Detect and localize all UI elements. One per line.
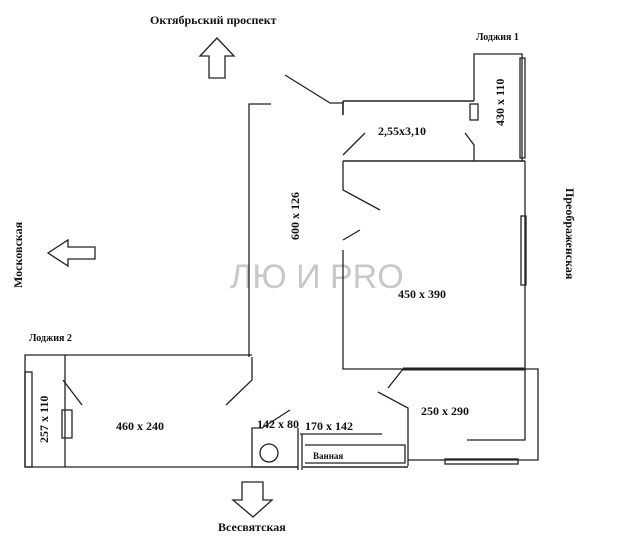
walls [24, 53, 539, 470]
street-east-label: Преображенская [563, 188, 577, 280]
loggia2-size: 257 x 110 [37, 396, 51, 443]
loggia1-label: Лоджия 1 [476, 32, 519, 43]
street-north-label: Октябрьский проспект [150, 13, 277, 27]
room-west-size: 460 x 240 [116, 419, 164, 433]
street-west-label: Московская [11, 221, 25, 288]
bath-room-size: 170 x 142 [305, 419, 353, 433]
room-east-size: 250 x 290 [421, 404, 469, 418]
kitchen-size: 2,55x3,10 [378, 124, 426, 138]
loggia2-label: Лоджия 2 [29, 333, 72, 344]
corridor-size: 600 x 126 [288, 192, 302, 240]
arrow-west-icon [46, 238, 96, 268]
loggia1-size: 430 x 110 [493, 79, 507, 126]
arrow-north-icon [198, 37, 236, 79]
watermark: ЛЮ И PRO [230, 258, 404, 296]
street-south-label: Всесвятская [218, 520, 286, 534]
arrow-south-icon [231, 481, 274, 518]
bath-label: Ванная [313, 451, 343, 461]
wc-size: 142 x 80 [257, 417, 299, 431]
big-room-size: 450 x 390 [398, 287, 446, 301]
